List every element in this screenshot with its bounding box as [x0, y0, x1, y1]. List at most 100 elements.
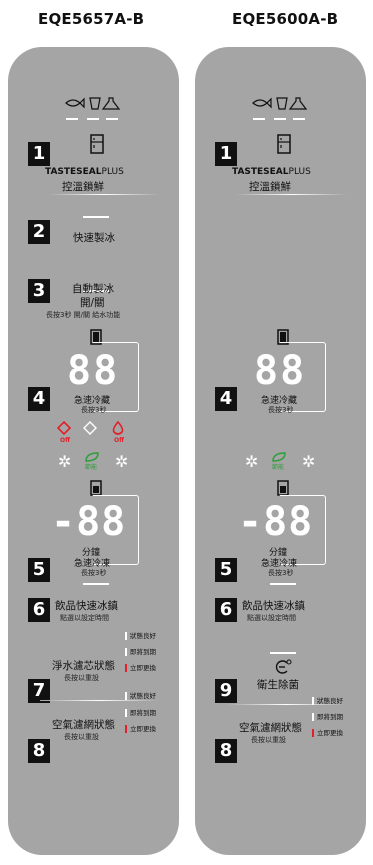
- food-icons-row: [65, 97, 121, 120]
- control-panel-right: 1 TASTESEALPLUS 控溫鎖鮮 4 88 急速冷藏 長按3秒 ✲ 節能…: [195, 47, 366, 855]
- leaf-icon: [272, 452, 286, 462]
- section-7-number: 7: [28, 679, 50, 703]
- indicator-light: [270, 652, 296, 654]
- display-frame: [279, 495, 326, 565]
- eco-label: 節能: [85, 464, 98, 471]
- water-filter-status-replace: 立即更換: [125, 664, 156, 672]
- indicator-light: [83, 290, 109, 292]
- display-frame: [279, 342, 326, 412]
- section-5-number: 5: [28, 558, 50, 582]
- display-frame: [92, 342, 139, 412]
- divider: [227, 704, 345, 705]
- rapid-cool-button[interactable]: 急速冷藏: [74, 396, 111, 406]
- food-icons-row: [252, 97, 308, 120]
- rapid-cool-hint: 長按3秒: [268, 406, 294, 414]
- section-2-number: 2: [28, 220, 50, 244]
- flask-icon: [101, 97, 121, 110]
- indicator-light: [270, 583, 296, 585]
- tasteseal-brand: TASTESEALPLUS: [45, 167, 124, 177]
- air-filter-status-replace: 立即更換: [312, 729, 343, 737]
- snowflake-icon: ✲: [302, 452, 316, 471]
- quick-ice-button[interactable]: 快速製冰: [73, 232, 115, 244]
- water-filter-hint: 長按以重設: [64, 674, 99, 682]
- drink-chill-hint: 點選以設定時間: [60, 614, 109, 622]
- fish-icon: [65, 97, 85, 109]
- section-1-label[interactable]: 控溫鎖鮮: [62, 181, 104, 193]
- air-filter-status-good: 狀態良好: [125, 692, 156, 700]
- eco-label: 節能: [272, 464, 285, 471]
- freezer-icon: [277, 480, 289, 496]
- rapid-freeze-hint: 長按3秒: [268, 569, 294, 577]
- fridge-compartment-icon: [277, 329, 289, 345]
- section-5-number: 5: [215, 558, 237, 582]
- cup-icon: [89, 97, 101, 110]
- freezer-icon: [90, 480, 102, 496]
- ice-icon: [83, 421, 97, 435]
- rapid-cool-button[interactable]: 急速冷藏: [261, 396, 298, 406]
- indicator-light: [83, 216, 109, 218]
- sanitize-icon: [275, 659, 292, 674]
- section-9-number: 9: [215, 679, 237, 703]
- section-6-number: 6: [215, 598, 237, 622]
- water-filter-status-good: 狀態良好: [125, 632, 156, 640]
- fridge-temp-display: 88: [67, 348, 120, 394]
- section-6-number: 6: [28, 598, 50, 622]
- off-label-2: Off: [114, 437, 124, 444]
- divider: [235, 194, 347, 195]
- drink-chill-button[interactable]: 飲品快速冰鎮: [55, 600, 118, 612]
- air-filter-hint: 長按以重設: [251, 736, 286, 744]
- flask-icon: [288, 97, 308, 110]
- rapid-freeze-button[interactable]: 急速冷凍: [74, 559, 111, 569]
- air-filter-status-soon: 即將到期: [125, 709, 156, 717]
- auto-ice-toggle-label: 開/關: [80, 297, 105, 309]
- section-8-number: 8: [28, 739, 50, 763]
- snowflake-icon: ✲: [58, 452, 72, 471]
- minutes-label: 分鐘: [82, 548, 101, 558]
- drink-chill-button[interactable]: 飲品快速冰鎮: [242, 600, 305, 612]
- snowflake-icon: ✲: [245, 452, 259, 471]
- air-filter-status-good: 狀態良好: [312, 697, 343, 705]
- air-filter-status-replace: 立即更換: [125, 725, 156, 733]
- air-filter-status-soon: 即將到期: [312, 713, 343, 721]
- divider: [48, 194, 160, 195]
- divider: [40, 700, 158, 701]
- rapid-freeze-button[interactable]: 急速冷凍: [261, 559, 298, 569]
- fridge-icon[interactable]: [90, 134, 104, 154]
- freezer-timer-display: -88: [238, 499, 314, 545]
- fridge-temp-display: 88: [254, 348, 307, 394]
- water-drop-off-icon: [56, 420, 72, 436]
- fridge-compartment-icon: [90, 329, 102, 345]
- water-filter-status-soon: 即將到期: [125, 648, 156, 656]
- section-1-number: 1: [215, 142, 237, 166]
- water-drop-off-icon: [112, 420, 124, 435]
- drink-chill-hint: 點選以設定時間: [247, 614, 296, 622]
- rapid-cool-hint: 長按3秒: [81, 406, 107, 414]
- fridge-icon[interactable]: [277, 134, 291, 154]
- snowflake-icon: ✲: [115, 452, 129, 471]
- indicator-light: [83, 583, 109, 585]
- leaf-icon: [85, 452, 99, 462]
- air-filter-button[interactable]: 空氣濾網狀態: [52, 719, 115, 731]
- fish-icon: [252, 97, 272, 109]
- rapid-freeze-hint: 長按3秒: [81, 569, 107, 577]
- minutes-label: 分鐘: [269, 548, 288, 558]
- water-icons-row: [56, 420, 124, 436]
- tasteseal-brand: TASTESEALPLUS: [232, 167, 311, 177]
- section-1-number: 1: [28, 142, 50, 166]
- section-4-number: 4: [215, 387, 237, 411]
- section-4-number: 4: [28, 387, 50, 411]
- model-title-right: EQE5600A-B: [232, 10, 339, 28]
- sanitize-button[interactable]: 衛生除菌: [257, 679, 299, 691]
- control-panel-left: 1 TASTESEALPLUS 控溫鎖鮮 2 快速製冰 3 自動製冰 開/關 長…: [8, 47, 179, 855]
- section-1-label[interactable]: 控溫鎖鮮: [249, 181, 291, 193]
- auto-ice-button[interactable]: 自動製冰: [72, 283, 114, 295]
- section-8-number: 8: [215, 739, 237, 763]
- off-label-1: Off: [60, 437, 70, 444]
- air-filter-hint: 長按以重設: [64, 733, 99, 741]
- freezer-timer-display: -88: [51, 499, 127, 545]
- cup-icon: [276, 97, 288, 110]
- water-filter-button[interactable]: 淨水濾芯狀態: [52, 660, 115, 672]
- auto-ice-hint: 長按3秒 開/關 給水功能: [46, 311, 121, 319]
- air-filter-button[interactable]: 空氣濾網狀態: [239, 722, 302, 734]
- section-3-number: 3: [28, 279, 50, 303]
